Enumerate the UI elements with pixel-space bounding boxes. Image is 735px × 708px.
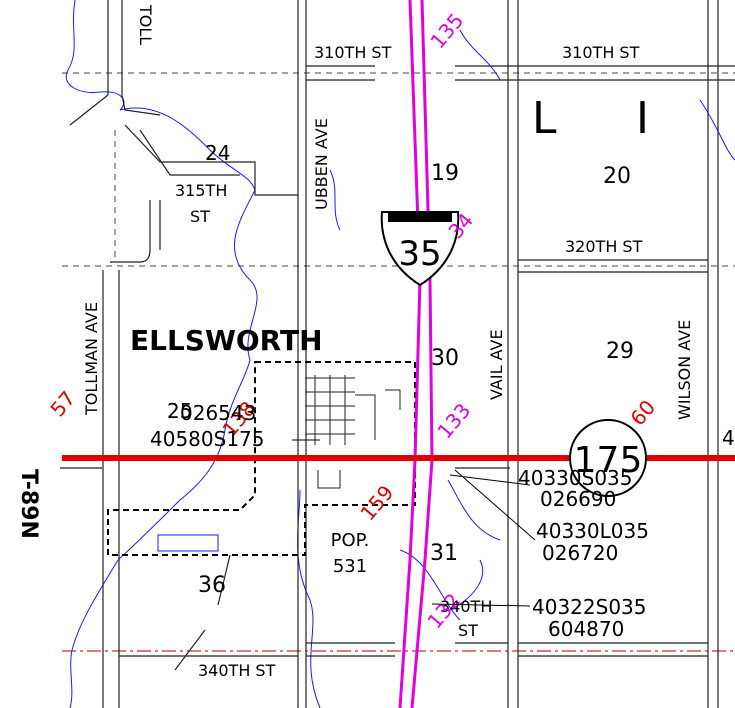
interstate-35-line [398, 0, 434, 708]
route-id-40580s175: 40580S175 [150, 427, 265, 451]
red-milepost-159: 159 [355, 481, 398, 526]
street-315-b: ST [190, 207, 210, 226]
street-toll: TOLL [136, 4, 155, 45]
street-310-left: 310TH ST [314, 43, 392, 62]
route-id-40330s35: 40330S035 [518, 466, 633, 490]
route-id-026690: 026690 [540, 487, 616, 511]
section-19: 19 [431, 161, 459, 186]
route-id-026543: 026543 [180, 401, 256, 425]
street-320: 320TH ST [565, 237, 643, 256]
red-milepost-60: 60 [625, 395, 660, 430]
highway-175-shield-icon: 175 [569, 419, 647, 497]
pop-label: POP. [331, 530, 370, 551]
section-20: 20 [603, 164, 631, 189]
streams [65, 0, 735, 708]
map-letter-l: L [532, 93, 557, 144]
milepost-135: 135 [425, 9, 468, 54]
leader-lines [292, 439, 536, 607]
street-340: 340TH ST [198, 661, 276, 680]
milepost-133: 133 [432, 399, 475, 444]
route-id-40330l035: 40330L035 [536, 519, 649, 543]
roads [60, 0, 735, 708]
street-340-a: 340TH [440, 597, 492, 616]
section-30: 30 [431, 346, 459, 371]
street-315-a: 315TH [175, 181, 227, 200]
highway-number: 175 [574, 440, 643, 481]
section-24: 24 [205, 141, 230, 165]
town-grid [305, 375, 401, 489]
city-name: ELLSWORTH [130, 324, 323, 357]
street-wilson: WILSON AVE [675, 320, 694, 420]
route-id-604870: 604870 [548, 617, 624, 641]
route-id-026720: 026720 [542, 541, 618, 565]
map-letter-i: I [636, 93, 649, 144]
township-label: T-89N [16, 469, 41, 539]
section-lines [62, 72, 735, 267]
edge-label-4: 4 [722, 426, 735, 450]
interstate-number: 35 [398, 234, 441, 274]
street-340-b: ST [458, 621, 478, 640]
lake [157, 534, 219, 552]
street-vail: VAIL AVE [487, 329, 506, 400]
red-milepost-57: 57 [45, 386, 80, 421]
section-29: 29 [606, 339, 634, 364]
street-310-right: 310TH ST [562, 43, 640, 62]
section-36: 36 [198, 573, 226, 598]
street-ubben: UBBEN AVE [312, 118, 331, 210]
route-id-40322s035: 40322S035 [532, 595, 647, 619]
section-25: 25 [167, 399, 192, 423]
section-31: 31 [430, 541, 458, 566]
pop-value: 531 [333, 556, 367, 577]
interstate-shield-icon: 35 [380, 211, 460, 287]
street-tollman: TOLLMAN AVE [82, 302, 101, 416]
